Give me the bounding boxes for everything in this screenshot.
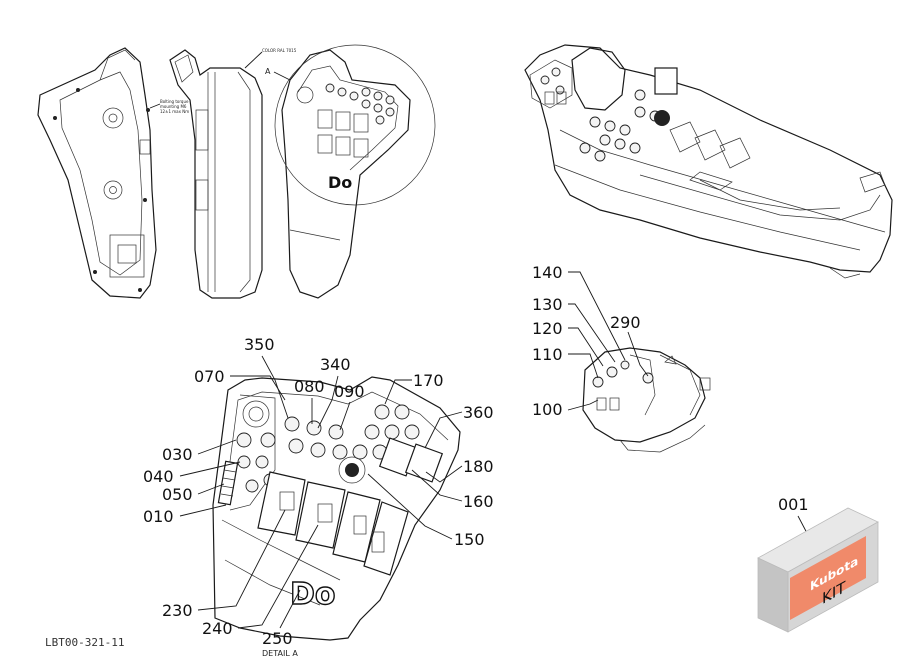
small-callouts: 140 130 290 120 110 100 bbox=[532, 263, 649, 419]
callout-070: 070 bbox=[194, 367, 225, 386]
callout-110: 110 bbox=[532, 345, 563, 364]
callout-240: 240 bbox=[202, 619, 233, 638]
callout-130: 130 bbox=[532, 295, 563, 314]
callout-030: 030 bbox=[162, 445, 193, 464]
callout-140: 140 bbox=[532, 263, 563, 282]
kit-box: 001 Kubota KIT bbox=[757, 495, 879, 633]
bolting-torque-note-2: mounting M6 bbox=[160, 104, 187, 109]
footer-code: LBT00-321-11 bbox=[45, 636, 124, 649]
detail-ref-label: A bbox=[265, 67, 271, 76]
detail-caption: DETAIL A bbox=[262, 649, 298, 658]
joystick-detail-view bbox=[582, 347, 711, 453]
color-note: COLOR RAL 7015 bbox=[262, 48, 297, 53]
callout-090: 090 bbox=[334, 382, 365, 401]
callout-080: 080 bbox=[294, 377, 325, 396]
detail-callouts: 350 070 080 340 090 170 360 030 040 050 … bbox=[143, 335, 494, 648]
callout-360: 360 bbox=[463, 403, 494, 422]
armrest-isometric-view bbox=[524, 44, 893, 279]
callout-150: 150 bbox=[454, 530, 485, 549]
callout-350: 350 bbox=[244, 335, 275, 354]
bolting-torque-note-3: 12±1 max Nm bbox=[160, 109, 189, 114]
callout-100: 100 bbox=[532, 400, 563, 419]
armrest-top-view: A Do bbox=[265, 44, 436, 299]
callout-180: 180 bbox=[463, 457, 494, 476]
bolting-torque-note-1: Bolting torque bbox=[160, 99, 189, 104]
detail-a-view: Do DETAIL A bbox=[212, 376, 461, 658]
logo-large: Do bbox=[290, 577, 336, 612]
callout-050: 050 bbox=[162, 485, 193, 504]
callout-230: 230 bbox=[162, 601, 193, 620]
callout-170: 170 bbox=[413, 371, 444, 390]
armrest-bottom-view: Bolting torque mounting M6 12±1 max Nm bbox=[37, 47, 189, 299]
armrest-side-view: COLOR RAL 7015 bbox=[169, 48, 297, 299]
logo-small: Do bbox=[328, 173, 352, 192]
callout-160: 160 bbox=[463, 492, 494, 511]
callout-250: 250 bbox=[262, 629, 293, 648]
callout-120: 120 bbox=[532, 319, 563, 338]
callout-040: 040 bbox=[143, 467, 174, 486]
kit-number: 001 bbox=[778, 495, 809, 514]
callout-340: 340 bbox=[320, 355, 351, 374]
callout-010: 010 bbox=[143, 507, 174, 526]
callout-290: 290 bbox=[610, 313, 641, 332]
